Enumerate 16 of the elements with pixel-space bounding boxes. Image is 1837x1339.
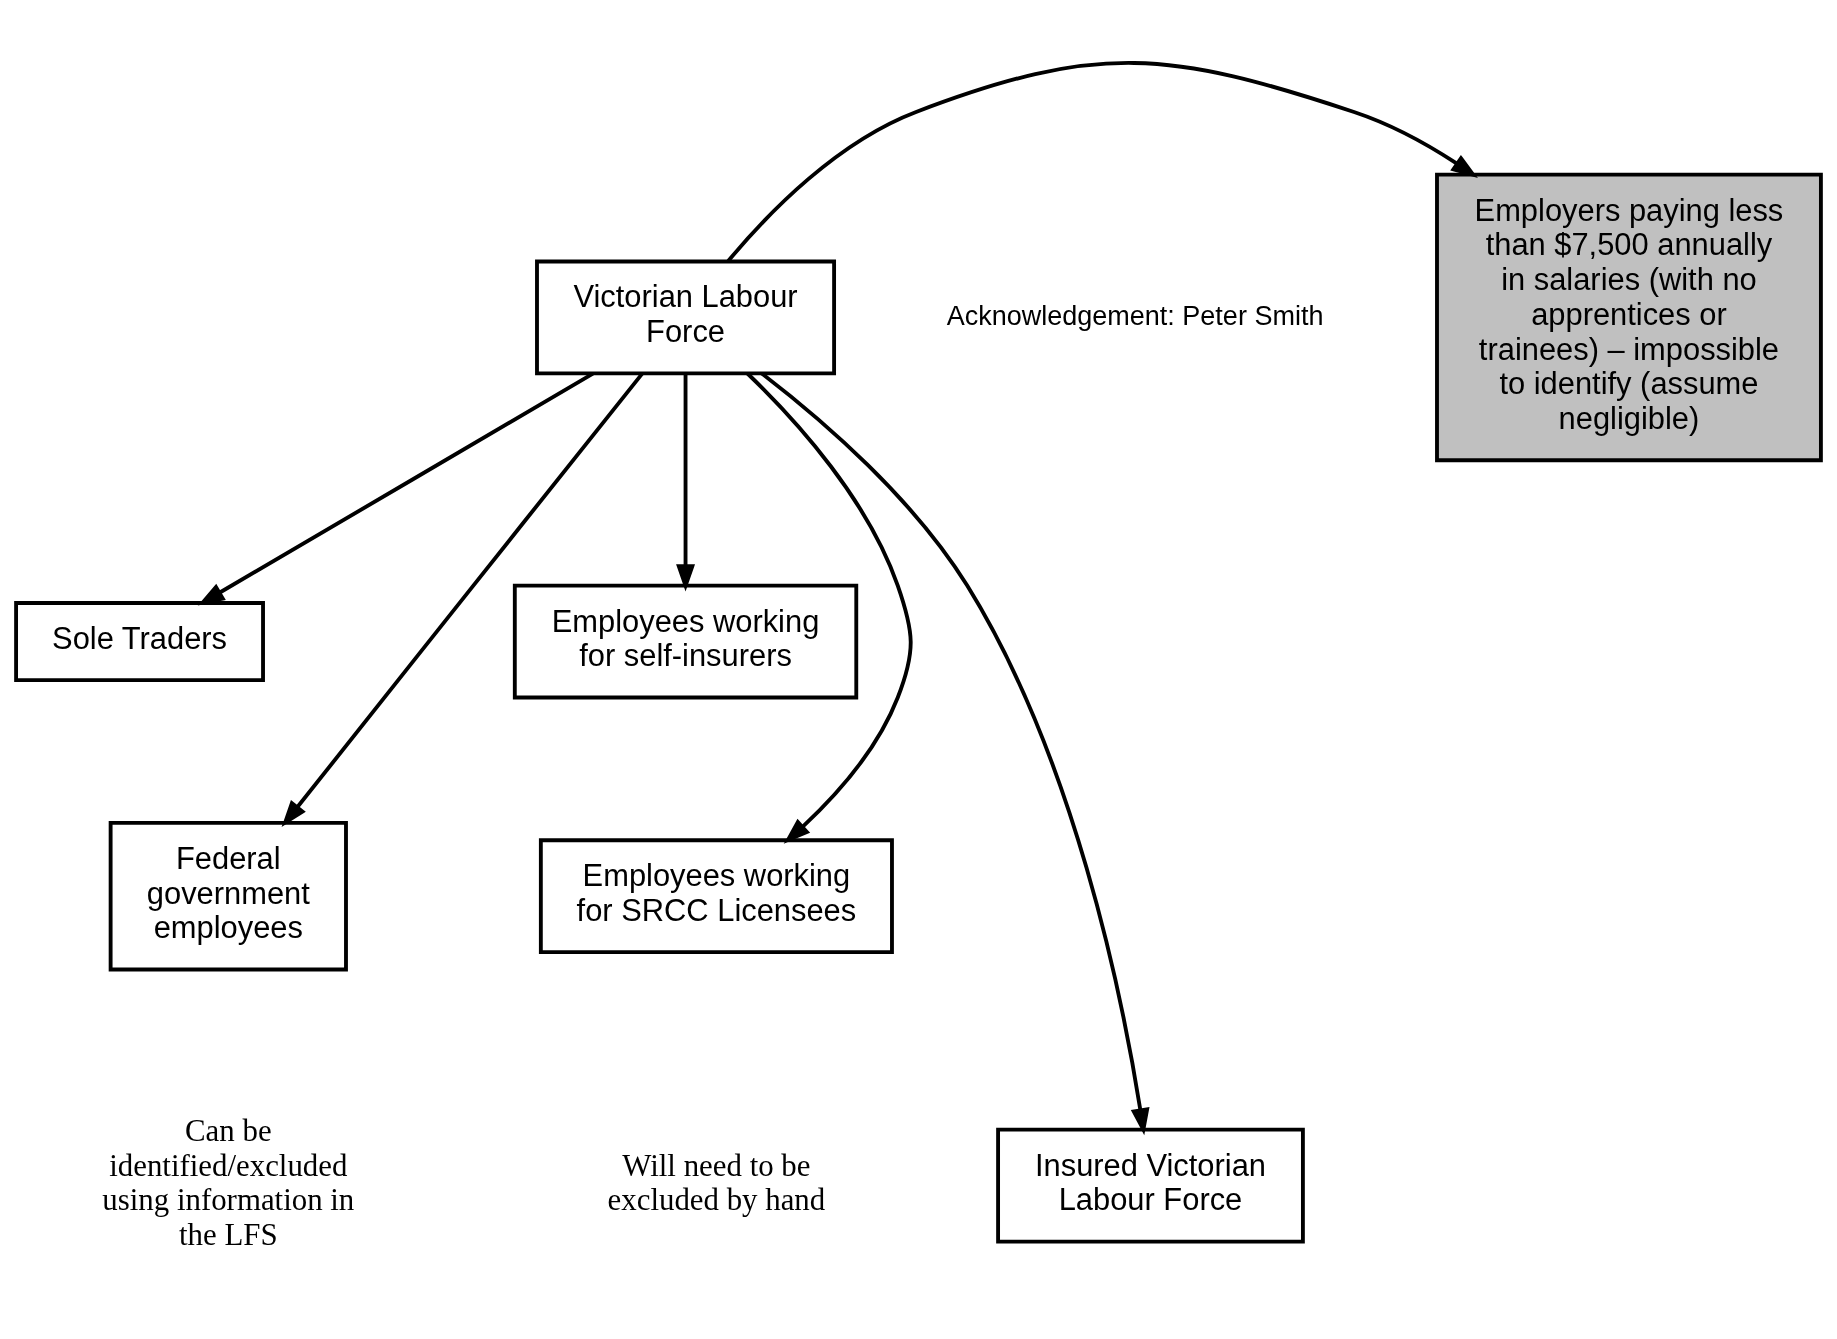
node-box: Victorian Labour Force [535,259,836,376]
node-box: Sole Traders [14,601,265,683]
label: Can be identified/excluded using information in the LFS [102,1113,355,1253]
node-box: Employees working for SRCC Licensees [538,838,894,955]
node-box: Insured Victorian Labour Force [996,1127,1305,1244]
arrow [676,373,695,592]
node-box: Employers paying less than $7,500 annually in salaries (with no apprentices or trainees) – impossible to identify (assume negligible) [1435,172,1823,463]
label: Will need to be excluded by hand [607,1148,826,1218]
node-box: Employees working for self-insurers [512,583,859,700]
arrow [197,372,594,606]
node-box: Federal government employees [108,821,348,972]
arrow [726,61,1478,263]
arrow [281,372,644,828]
arrow [760,371,1150,1136]
label: Acknowledgement: Peter Smith [946,300,1324,331]
arrow [746,372,913,844]
